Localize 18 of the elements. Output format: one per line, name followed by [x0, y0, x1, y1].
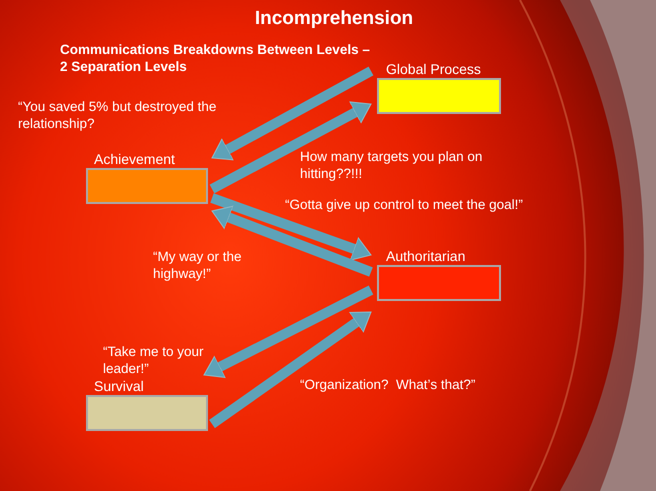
title: Incomprehension: [254, 8, 414, 30]
edge-label: “Organization? What’s that?”: [300, 376, 476, 393]
node-heading: Global Process: [385, 61, 482, 78]
arrow: [210, 101, 372, 194]
edge-label: “Take me to your leader!”: [103, 343, 205, 377]
subtitle: Communications Breakdowns Between Levels – 2 Separation Levels: [60, 41, 371, 75]
node-heading: Authoritarian: [385, 248, 466, 265]
edge-label: “You saved 5% but destroyed the relationship?: [18, 98, 218, 132]
arrow: [209, 312, 372, 428]
node-heading: Achievement: [93, 151, 176, 168]
edge-label: “My way or the highway!”: [153, 248, 243, 282]
edge-label: “Gotta give up control to meet the goal!”: [285, 196, 524, 213]
arrow: [210, 193, 372, 261]
arrow: [212, 206, 373, 277]
edge-label: How many targets you plan on hitting??!!!: [300, 148, 484, 182]
arrow: [204, 286, 374, 378]
node-heading: Survival: [93, 378, 145, 395]
arrow: [212, 66, 374, 160]
